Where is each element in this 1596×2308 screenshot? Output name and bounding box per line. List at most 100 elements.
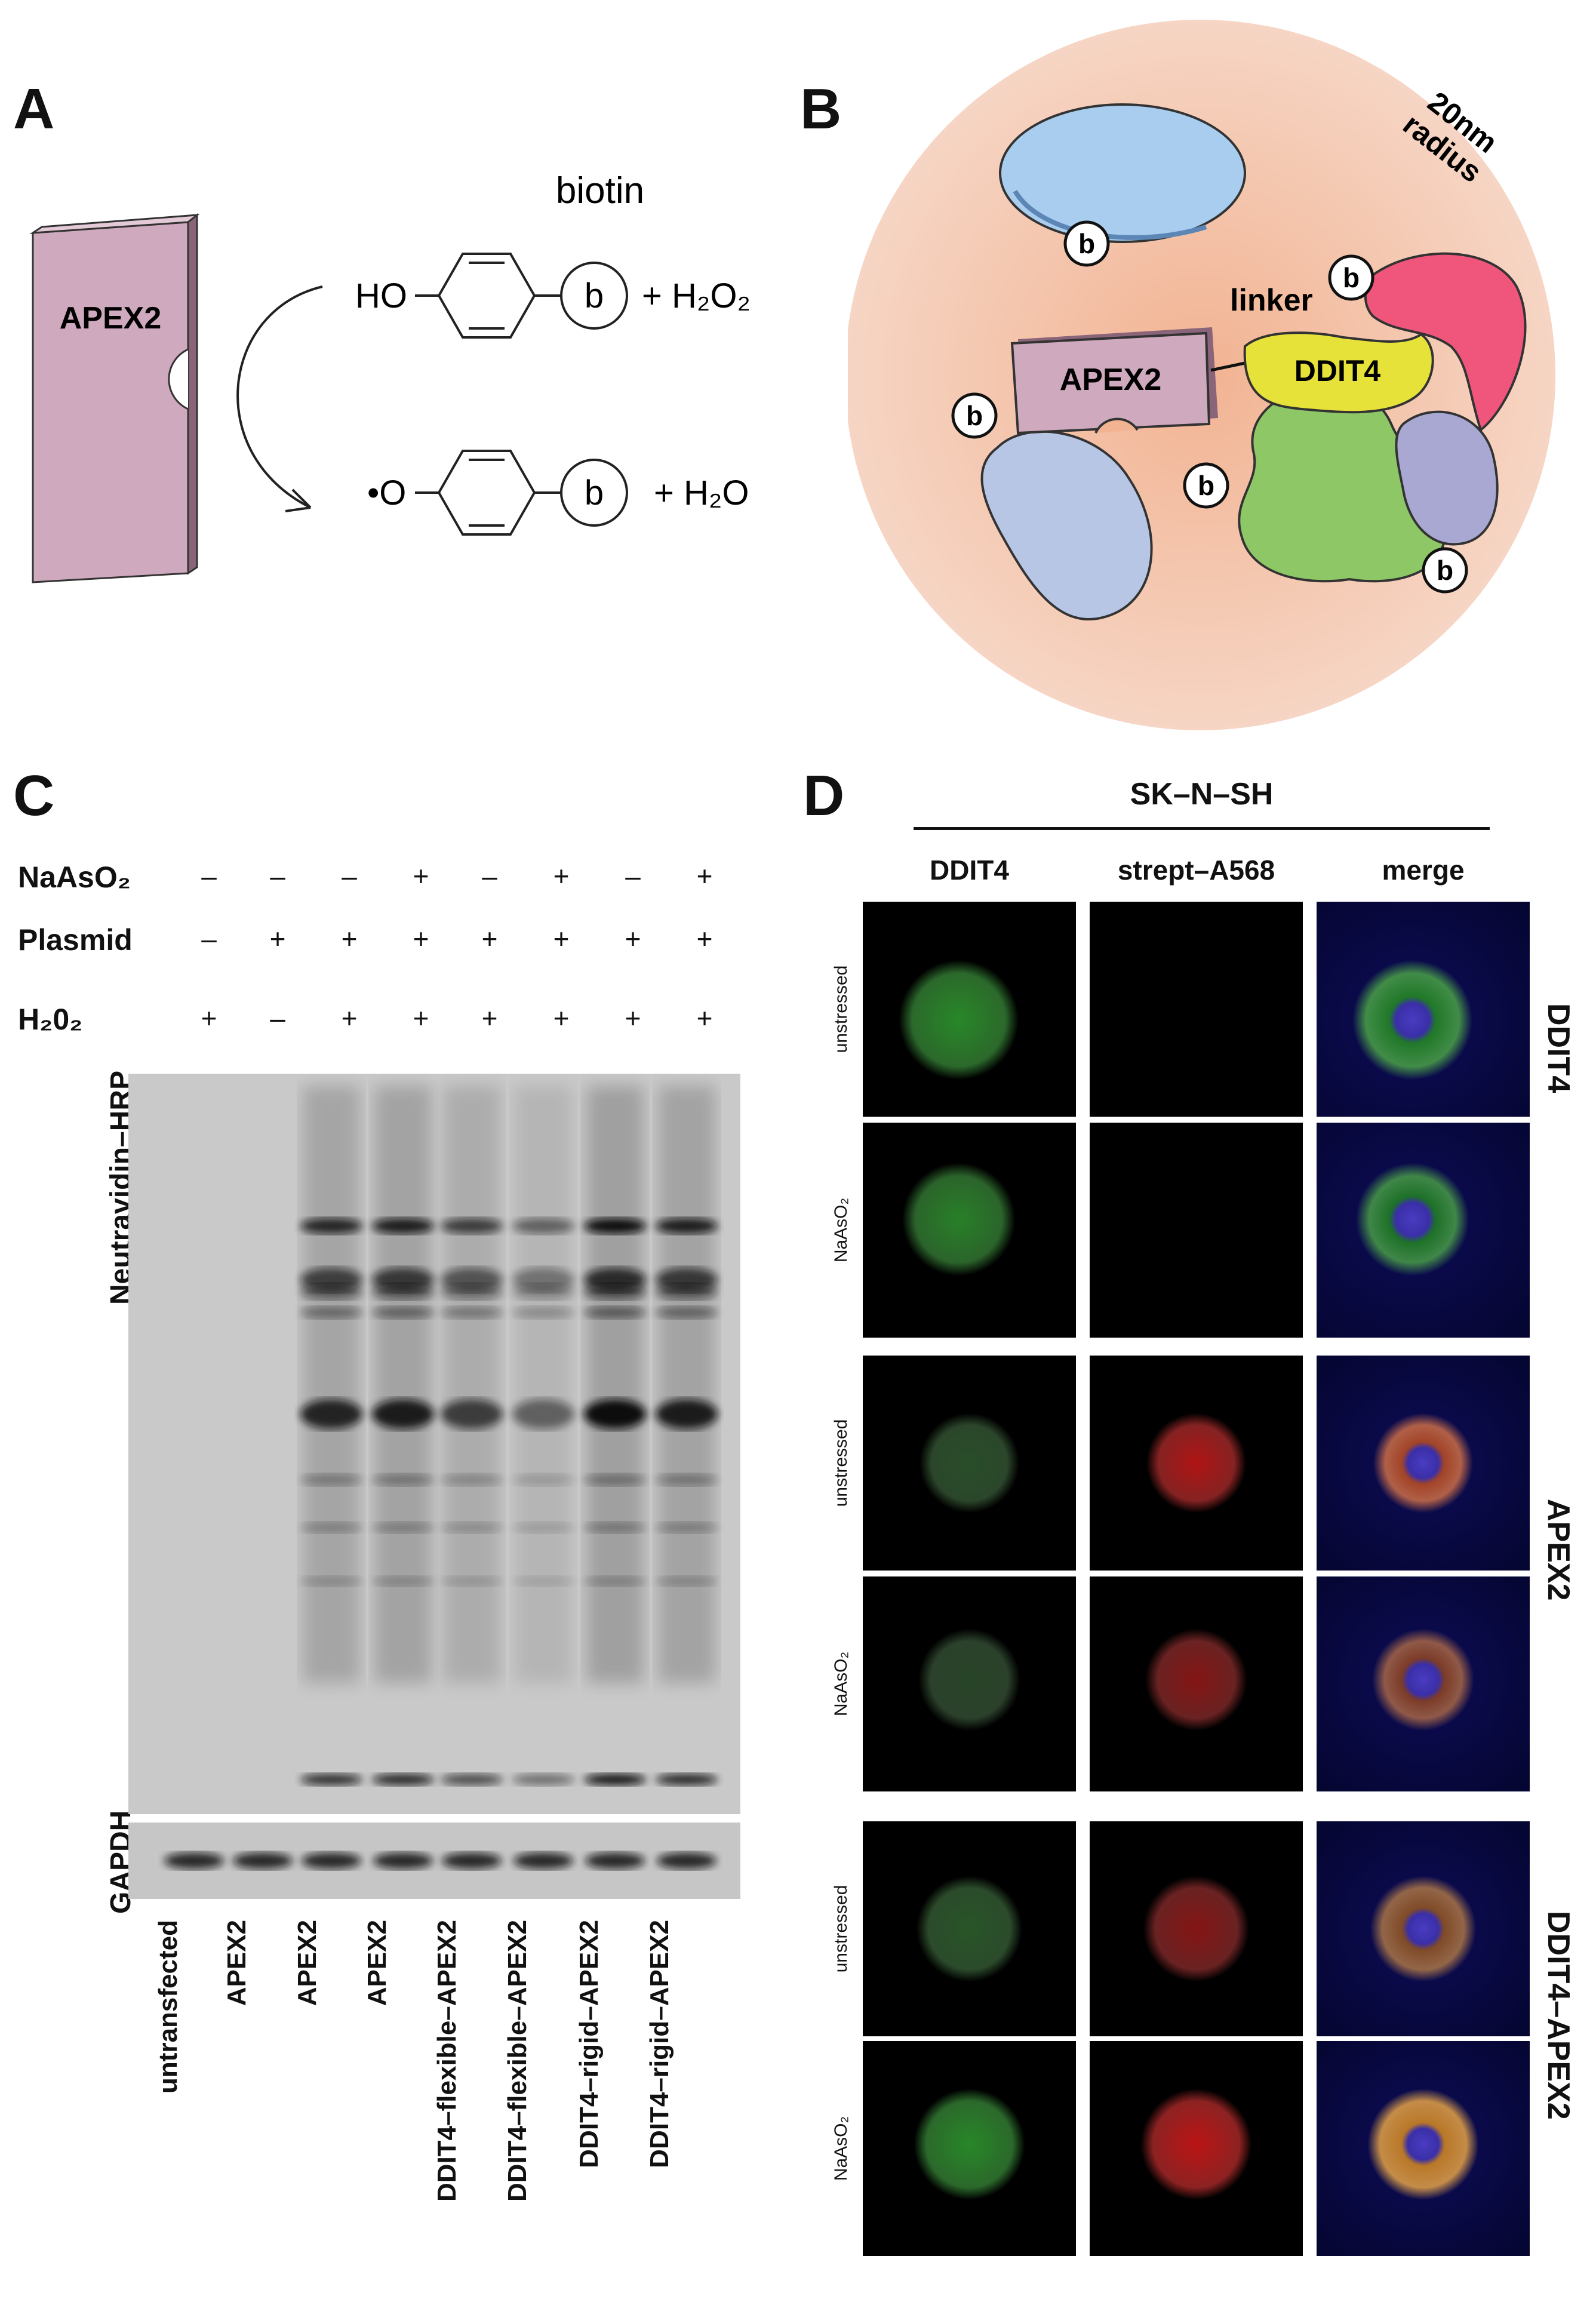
row-label: NaAsO₂: [831, 1197, 851, 1263]
column-ddit4: DDIT4: [930, 855, 1009, 886]
apex2-domain: APEX2: [1010, 327, 1218, 435]
svg-text:b: b: [585, 474, 604, 512]
biotin-phenol: HO b + H₂O₂: [355, 253, 751, 339]
condition-sign: +: [553, 1003, 570, 1034]
blot-band: [441, 1474, 503, 1486]
micrograph-panel: [863, 902, 1076, 1117]
biotin-badge: b: [1328, 254, 1374, 301]
group-label: DDIT4: [1541, 1003, 1576, 1093]
blot-band: [512, 1774, 574, 1785]
blot-band: [300, 1284, 362, 1299]
blot-band: [441, 1218, 503, 1234]
micrograph-panel: [1317, 902, 1530, 1117]
condition-sign: –: [270, 860, 285, 892]
micrograph-panel: [1090, 1356, 1303, 1571]
micrograph-panel: [1090, 1123, 1303, 1338]
gapdh-band: [585, 1852, 645, 1869]
lane-label: DDIT4–flexible–APEX2: [432, 1920, 462, 2202]
blot-band: [584, 1307, 646, 1319]
gapdh-band: [302, 1852, 361, 1869]
blot-band: [512, 1399, 574, 1429]
gapdh-band: [442, 1852, 502, 1869]
panel-a-reaction-scheme: APEX2 biotin HO b + H₂O₂ •O b + H₂O: [29, 170, 751, 583]
panel-b-proximity-diagram: 20nm radius b b APEX2 linker b b b DD: [848, 20, 1555, 730]
condition-sign: +: [553, 923, 570, 954]
micrograph-panel: [863, 1821, 1076, 2036]
blot-band: [372, 1774, 434, 1785]
row-label: unstressed: [831, 1419, 851, 1507]
blot-band: [656, 1474, 718, 1486]
condition-sign: +: [625, 1003, 641, 1034]
blot-band: [372, 1307, 434, 1319]
blot-band: [441, 1399, 503, 1429]
gapdh-band: [233, 1852, 293, 1869]
lane-label: APEX2: [362, 1920, 392, 2006]
blot-band: [512, 1522, 574, 1533]
micrograph-panel: [863, 1123, 1076, 1338]
biotin-badge: b: [1422, 547, 1468, 594]
biotin-badge: b: [1183, 462, 1229, 509]
blot-band: [584, 1774, 646, 1785]
blot-band: [512, 1307, 574, 1319]
condition-sign: +: [413, 923, 429, 954]
row-label: unstressed: [831, 965, 851, 1053]
blot-band: [656, 1284, 718, 1299]
blot-band: [372, 1284, 434, 1299]
svg-text:b: b: [966, 400, 983, 431]
group-label: APEX2: [1541, 1499, 1576, 1601]
condition-label-h2o2: H₂0₂: [18, 1003, 83, 1036]
apex2-domain-label: APEX2: [1060, 362, 1162, 397]
condition-sign: +: [481, 923, 498, 954]
condition-sign: +: [553, 860, 570, 892]
blot-band: [656, 1218, 718, 1234]
svg-text:•O: •O: [367, 474, 406, 512]
blot-band: [656, 1307, 718, 1319]
condition-sign: +: [269, 923, 286, 954]
condition-sign: +: [696, 860, 713, 892]
svg-text:HO: HO: [355, 276, 407, 315]
blot-band: [300, 1522, 362, 1533]
blot-band: [656, 1399, 718, 1429]
blot-band: [512, 1284, 574, 1299]
apex2-block: APEX2: [29, 213, 200, 583]
gapdh-band: [373, 1852, 433, 1869]
plus-h2o: + H₂O: [654, 474, 749, 512]
row-label: NaAsO₂: [831, 1651, 851, 1717]
micrograph-panel: [863, 1356, 1076, 1571]
panel-b-letter: B: [800, 77, 842, 141]
linker-label: linker: [1230, 283, 1313, 318]
micrograph-panel: [1090, 902, 1303, 1117]
blot-band: [300, 1774, 362, 1785]
condition-sign: +: [341, 1003, 358, 1034]
blot-band: [372, 1576, 434, 1586]
blot-band: [372, 1474, 434, 1486]
blot-band: [512, 1576, 574, 1586]
blot-band: [584, 1522, 646, 1533]
condition-sign: –: [625, 860, 641, 892]
group-label: DDIT4–APEX2: [1541, 1911, 1576, 2120]
condition-sign: –: [270, 1003, 285, 1034]
column-merge: merge: [1382, 855, 1465, 886]
protein-green: [1238, 385, 1447, 583]
blot-band: [512, 1474, 574, 1486]
cell-line-bar: [914, 827, 1490, 830]
blot-band: [372, 1522, 434, 1533]
protein-lavender: [980, 430, 1153, 620]
blot-band: [584, 1218, 646, 1234]
micrograph-panel: [1317, 1356, 1530, 1571]
blot-band: [300, 1399, 362, 1429]
condition-sign: +: [201, 1003, 217, 1034]
blot-band: [584, 1399, 646, 1429]
condition-sign: –: [482, 860, 497, 892]
blot-band: [441, 1284, 503, 1299]
micrograph-panel: [863, 2041, 1076, 2256]
blot-band: [372, 1399, 434, 1429]
biotin-label: biotin: [556, 170, 644, 211]
column-strept-a568: strept–A568: [1117, 855, 1275, 886]
biotin-badge: b: [1063, 220, 1110, 267]
condition-sign: +: [696, 923, 713, 954]
condition-sign: +: [481, 1003, 498, 1034]
protein-grey-purple: [1395, 410, 1499, 546]
blot-smear: [303, 1086, 360, 1683]
micrograph-panel: [1090, 1576, 1303, 1791]
